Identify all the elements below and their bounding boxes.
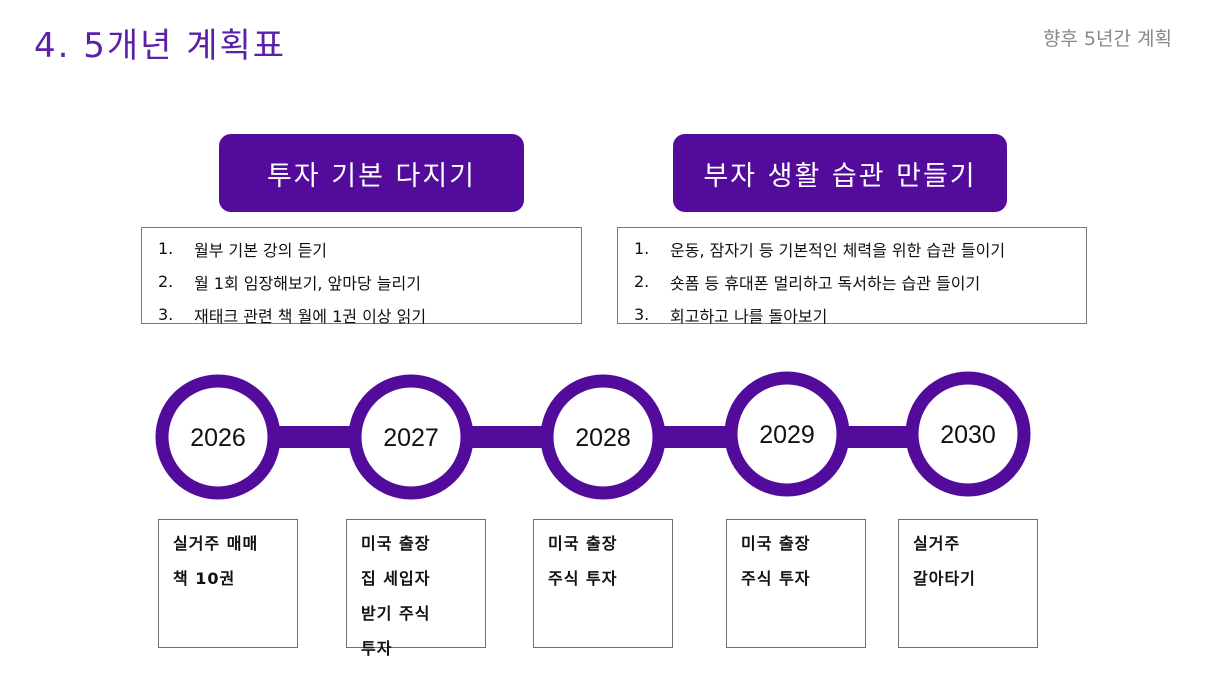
year-label: 2028 [575, 424, 631, 452]
year-node-2029: 2029 [724, 371, 850, 497]
plan-item: 2. 숏폼 등 휴대폰 멀리하고 독서하는 습관 들이기 [618, 265, 1086, 298]
plan-item: 1. 월부 기본 강의 듣기 [142, 232, 581, 265]
goal-item: 갈아타기 [913, 568, 976, 588]
plan-item: 1. 운동, 잠자기 등 기본적인 체력을 위한 습관 들이기 [618, 232, 1086, 265]
goal-box-2027: 미국 출장 집 세입자 받기 주식 투자 [346, 519, 486, 658]
goal-item: 주식 투자 [548, 568, 618, 588]
theme-pill-investment: 투자 기본 다지기 [219, 134, 524, 212]
theme-pill-habits: 부자 생활 습관 만들기 [673, 134, 1007, 212]
goal-item: 집 세입자 [361, 568, 431, 588]
theme-label: 부자 생활 습관 만들기 [703, 160, 977, 192]
plan-item: 2. 월 1회 임장해보기, 앞마당 늘리기 [142, 265, 581, 298]
plan-item: 3. 재태크 관련 책 월에 1권 이상 읽기 [142, 298, 581, 331]
plan-item-text: 월부 기본 강의 듣기 [194, 240, 328, 260]
year-node-2027: 2027 [348, 374, 474, 500]
goal-box-2029: 미국 출장 주식 투자 [726, 519, 866, 648]
plan-item: 3. 회고하고 나를 돌아보기 [618, 298, 1086, 331]
year-label: 2027 [383, 424, 439, 452]
plan-item-number: 1. [158, 239, 174, 258]
theme-label: 투자 기본 다지기 [266, 160, 477, 192]
year-node-2028: 2028 [540, 374, 666, 500]
year-node-2026: 2026 [155, 374, 281, 500]
goal-item: 주식 투자 [741, 568, 811, 588]
plan-item-text: 재태크 관련 책 월에 1권 이상 읽기 [194, 306, 427, 326]
year-label: 2029 [759, 421, 815, 449]
goal-item: 미국 출장 [361, 533, 431, 553]
goal-item: 투자 [361, 638, 393, 658]
page-title: 4. 5개년 계획표 [34, 26, 287, 66]
plan-item-text: 월 1회 임장해보기, 앞마당 늘리기 [194, 273, 421, 293]
page-subtitle: 향후 5년간 계획 [1042, 28, 1172, 50]
plan-box-habits: 1. 운동, 잠자기 등 기본적인 체력을 위한 습관 들이기 2. 숏폼 등 … [617, 227, 1087, 326]
plan-item-number: 3. [634, 305, 650, 324]
plan-item-text: 회고하고 나를 돌아보기 [670, 306, 828, 326]
goal-item: 실거주 [913, 533, 961, 553]
goal-item: 실거주 매매 [173, 533, 259, 553]
goal-box-2028: 미국 출장 주식 투자 [533, 519, 673, 648]
plan-item-text: 운동, 잠자기 등 기본적인 체력을 위한 습관 들이기 [670, 240, 1006, 260]
plan-item-number: 2. [634, 272, 650, 291]
goal-item: 책 10권 [173, 568, 236, 588]
plan-item-number: 3. [158, 305, 174, 324]
year-label: 2030 [940, 421, 996, 449]
plan-box-investment: 1. 월부 기본 강의 듣기 2. 월 1회 임장해보기, 앞마당 늘리기 3.… [141, 227, 582, 326]
year-label: 2026 [190, 424, 246, 452]
plan-item-number: 2. [158, 272, 174, 291]
plan-item-number: 1. [634, 239, 650, 258]
goal-box-2030: 실거주 갈아타기 [898, 519, 1038, 648]
goal-box-2026: 실거주 매매 책 10권 [158, 519, 298, 648]
year-node-2030: 2030 [905, 371, 1031, 497]
plan-item-text: 숏폼 등 휴대폰 멀리하고 독서하는 습관 들이기 [670, 273, 981, 293]
goal-item: 미국 출장 [548, 533, 618, 553]
goal-item: 받기 주식 [361, 603, 431, 623]
goal-item: 미국 출장 [741, 533, 811, 553]
